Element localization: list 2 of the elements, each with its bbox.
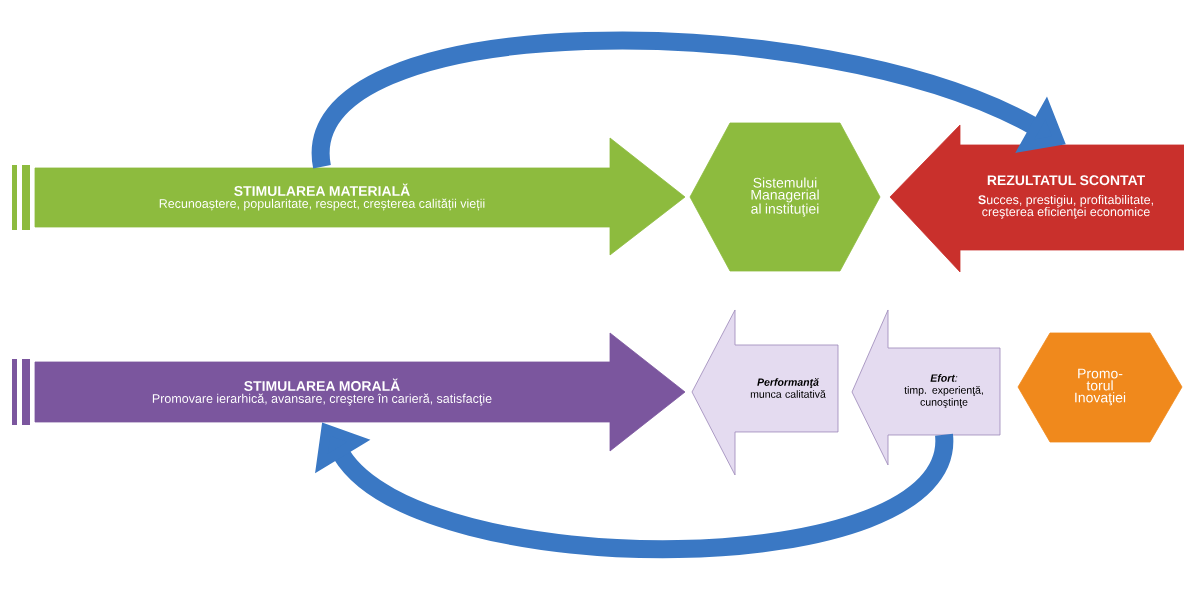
hexagon: Promo- torul Inovaţiei: [1017, 332, 1183, 443]
hexagon: Sistemului Managerial al instituţiei: [689, 122, 881, 272]
